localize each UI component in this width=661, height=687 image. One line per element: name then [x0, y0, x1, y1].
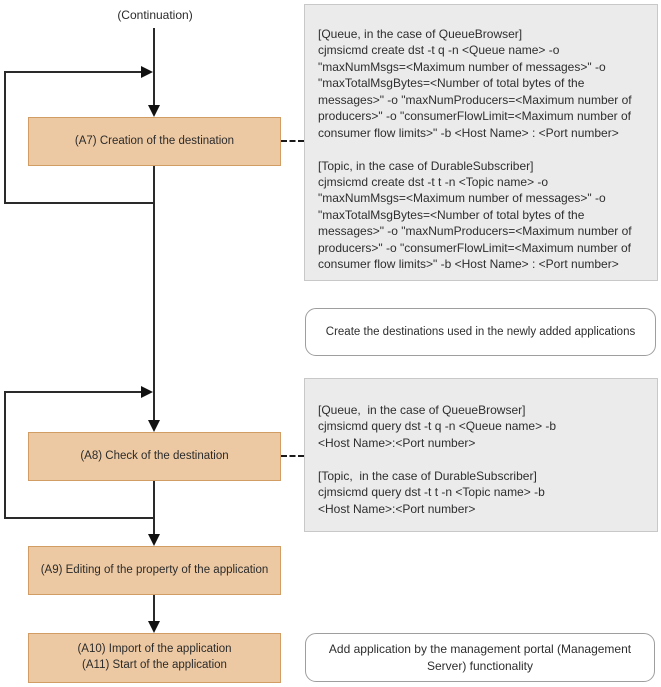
- callout-add-application-text: Add application by the management portal…: [328, 642, 632, 673]
- loop-line: [4, 391, 6, 519]
- loop-line: [4, 517, 155, 519]
- note-text-create-destination: [Queue, in the case of QueueBrowser] cjm…: [318, 27, 632, 272]
- callout-create-destinations-text: Create the destinations used in the newl…: [325, 326, 636, 338]
- dashed-connector: [281, 140, 304, 142]
- flow-box-a7: (A7) Creation of the destination: [28, 117, 281, 166]
- arrowhead-down-icon: [148, 420, 160, 432]
- arrowhead-down-icon: [148, 621, 160, 633]
- loop-line: [4, 71, 142, 73]
- connector-line: [153, 166, 155, 421]
- flow-box-a9: (A9) Editing of the property of the appl…: [28, 546, 281, 595]
- note-box-check-destination: [Queue, in the case of QueueBrowser] cjm…: [304, 378, 658, 532]
- connector-line: [153, 28, 155, 107]
- connector-line: [153, 481, 155, 535]
- connector-line: [153, 595, 155, 622]
- loop-line: [4, 71, 6, 204]
- note-box-create-destination: [Queue, in the case of QueueBrowser] cjm…: [304, 4, 658, 281]
- flow-box-a8: (A8) Check of the destination: [28, 432, 281, 481]
- flow-box-a10-a11: (A10) Import of the application (A11) St…: [28, 633, 281, 683]
- callout-add-application: Add application by the management portal…: [305, 633, 655, 682]
- arrowhead-down-icon: [148, 534, 160, 546]
- dashed-connector: [281, 455, 304, 457]
- loop-line: [4, 391, 142, 393]
- loop-line: [4, 202, 155, 204]
- arrowhead-right-icon: [141, 386, 153, 398]
- arrowhead-down-icon: [148, 105, 160, 117]
- continuation-label: (Continuation): [117, 8, 193, 22]
- note-text-check-destination: [Queue, in the case of QueueBrowser] cjm…: [318, 403, 557, 516]
- callout-create-destinations: Create the destinations used in the newl…: [305, 308, 656, 356]
- arrowhead-right-icon: [141, 66, 153, 78]
